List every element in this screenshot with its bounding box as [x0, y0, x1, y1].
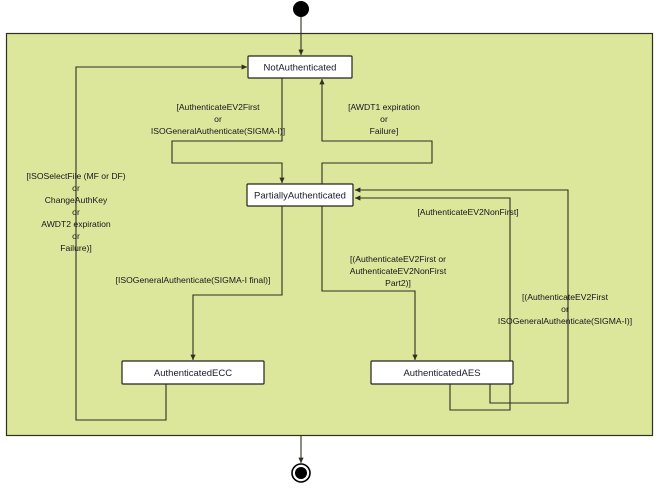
composite-region — [5, 32, 654, 437]
guard-label-authenticatedaes-to-partiallyauthenticated: [AuthenticateEV2NonFirst] — [417, 207, 518, 217]
svg-text:[AuthenticateEV2NonFirst]: [AuthenticateEV2NonFirst] — [417, 207, 518, 217]
svg-text:or: or — [380, 114, 388, 124]
svg-text:Part2)]: Part2)] — [385, 278, 411, 288]
svg-text:[AuthenticateEV2First: [AuthenticateEV2First — [176, 102, 260, 112]
svg-text:ISOGeneralAuthenticate(SIGMA-I: ISOGeneralAuthenticate(SIGMA-I)] — [151, 126, 285, 136]
edge-authenticatedecc-to-notauthenticated — [75, 64, 248, 421]
svg-text:or: or — [72, 231, 80, 241]
svg-text:[ISOGeneralAuthenticate(SIGMA-: [ISOGeneralAuthenticate(SIGMA-I final)] — [116, 275, 271, 285]
edge-partiallyauthenticated-to-authenticatedaes — [321, 206, 418, 361]
svg-text:[(AuthenticateEV2First: [(AuthenticateEV2First — [522, 292, 609, 302]
state-authenticated-ecc[interactable]: AuthenticatedECC — [121, 360, 265, 385]
svg-text:or: or — [214, 114, 222, 124]
initial-state-node — [293, 1, 309, 17]
state-label-not-authenticated: NotAuthenticated — [264, 63, 337, 74]
edge-notauthenticated-to-partiallyauthenticated — [171, 78, 285, 184]
guard-label-authenticatedecc-to-notauthenticated: [ISOSelectFile (MF or DF) or ChangeAuthK… — [26, 171, 125, 253]
guard-label-partiallyauthenticated-to-authenticatedecc: [ISOGeneralAuthenticate(SIGMA-I final)] — [116, 275, 271, 285]
svg-text:AWDT2 expiration: AWDT2 expiration — [41, 219, 111, 229]
svg-text:AuthenticateEV2NonFirst: AuthenticateEV2NonFirst — [350, 266, 447, 276]
guard-label-authenticatedaes-to-partiallyauthenticated-alt: [(AuthenticateEV2First or ISOGeneralAuth… — [498, 292, 632, 326]
state-authenticated-aes[interactable]: AuthenticatedAES — [370, 360, 514, 385]
final-state-node — [291, 463, 311, 483]
state-partially-authenticated[interactable]: PartiallyAuthenticated — [246, 183, 354, 207]
svg-text:[(AuthenticateEV2First or: [(AuthenticateEV2First or — [350, 254, 446, 264]
state-not-authenticated[interactable]: NotAuthenticated — [247, 55, 353, 79]
svg-text:or: or — [72, 207, 80, 217]
svg-text:[ISOSelectFile (MF or DF): [ISOSelectFile (MF or DF) — [26, 171, 125, 181]
state-label-partially-authenticated: PartiallyAuthenticated — [254, 191, 346, 202]
svg-text:or: or — [561, 304, 569, 314]
svg-text:Failure]: Failure] — [370, 126, 399, 136]
svg-text:ChangeAuthKey: ChangeAuthKey — [45, 195, 108, 205]
svg-text:or: or — [72, 183, 80, 193]
edge-partiallyauthenticated-to-notauthenticated — [319, 78, 433, 184]
state-label-authenticated-ecc: AuthenticatedECC — [154, 368, 232, 379]
guard-label-notauthenticated-to-partiallyauthenticated: [AuthenticateEV2First or ISOGeneralAuthe… — [151, 102, 285, 136]
edge-authenticatedaes-to-partiallyauthenticated — [354, 195, 511, 411]
guard-label-partiallyauthenticated-to-notauthenticated: [AWDT1 expiration or Failure] — [348, 102, 420, 136]
edge-authenticatedaes-to-partiallyauthenticated-alt — [354, 187, 569, 404]
svg-text:[AWDT1 expiration: [AWDT1 expiration — [348, 102, 420, 112]
edge-partiallyauthenticated-to-authenticatedecc — [190, 206, 283, 361]
svg-text:ISOGeneralAuthenticate(SIGMA-I: ISOGeneralAuthenticate(SIGMA-I)] — [498, 316, 632, 326]
guard-label-partiallyauthenticated-to-authenticatedaes: [(AuthenticateEV2First or AuthenticateEV… — [350, 254, 447, 288]
svg-text:Failure)]: Failure)] — [60, 243, 92, 253]
state-label-authenticated-aes: AuthenticatedAES — [403, 368, 480, 379]
